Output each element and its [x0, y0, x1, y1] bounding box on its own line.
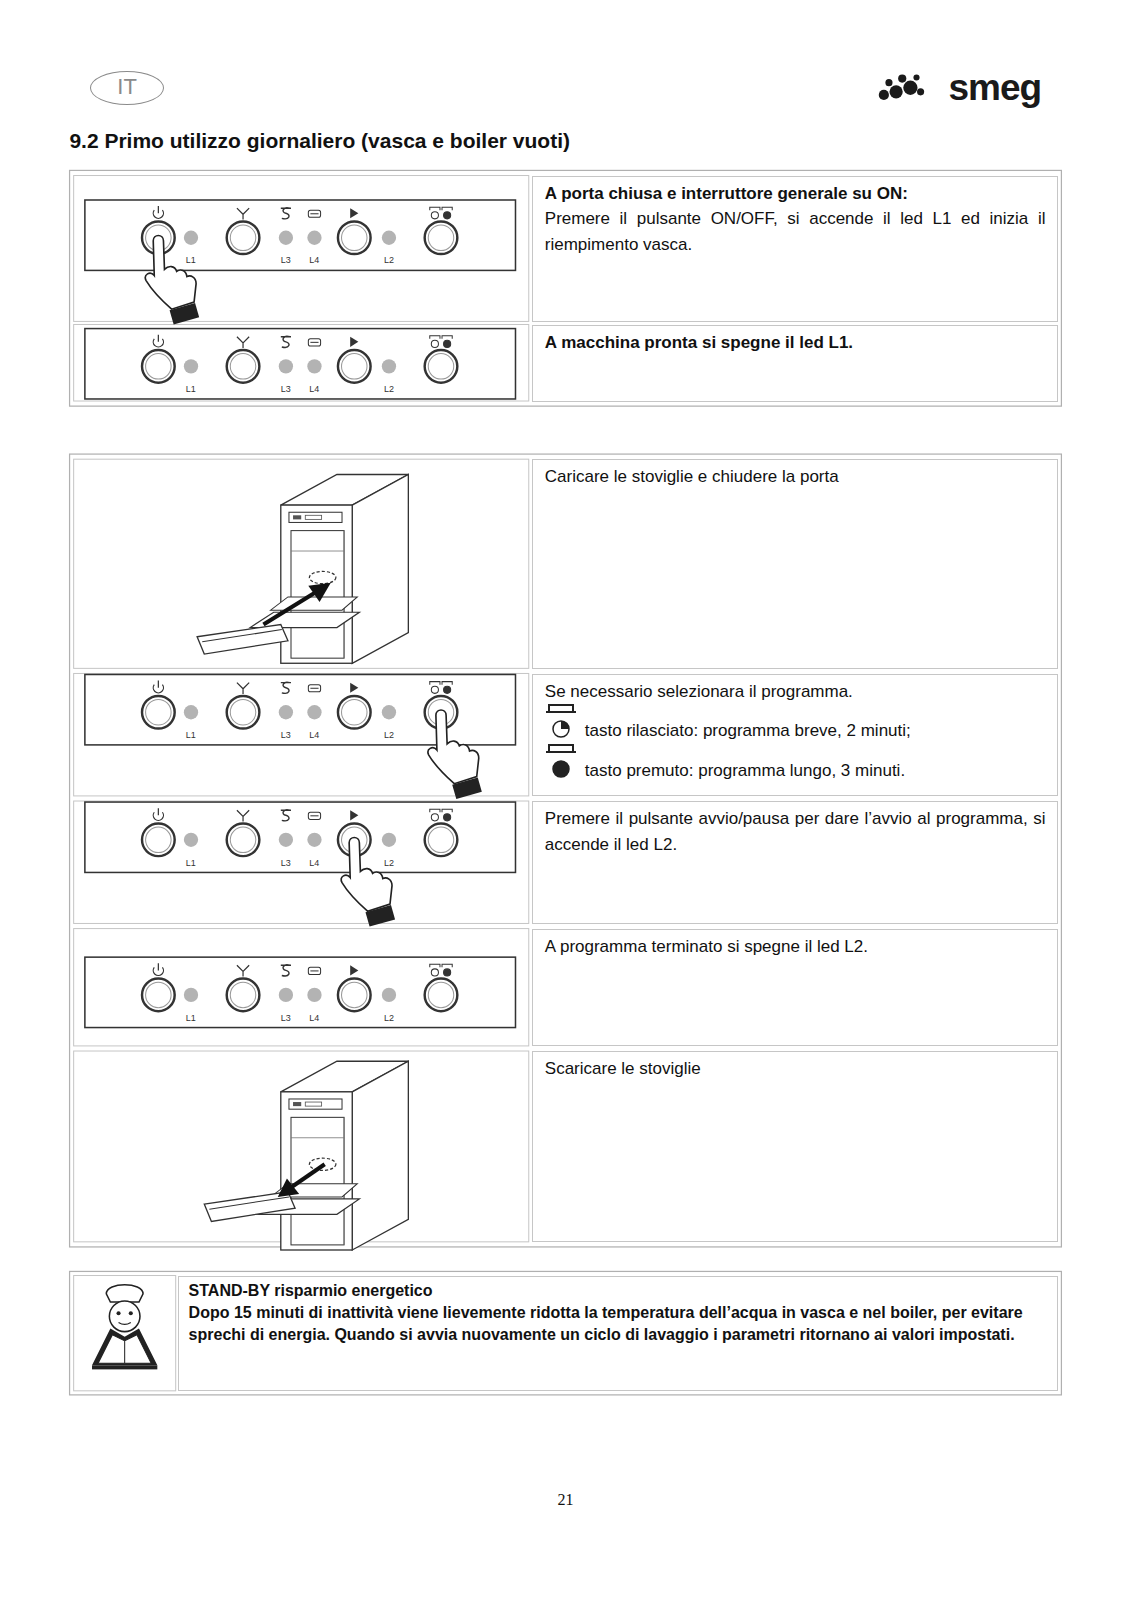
step-cell: Caricare le stoviglie e chiudere la port… — [532, 459, 1059, 668]
led-label: L1 — [186, 384, 196, 394]
cell-text: tasto premuto: programma lungo, 3 minuti… — [545, 758, 1046, 784]
led-label: L1 — [186, 730, 196, 740]
led-label: L2 — [384, 858, 394, 868]
led-label: L2 — [384, 730, 394, 740]
note-cell: STAND-BY risparmio energeticoDopo 15 min… — [178, 1276, 1059, 1391]
control-panel — [85, 802, 516, 872]
program-icon — [545, 742, 579, 782]
step-cell: Premere il pulsante avvio/pausa per dare… — [532, 801, 1059, 923]
cell-text: Dopo 15 minuti di inattività viene lieve… — [189, 1302, 1048, 1346]
page-number: 21 — [557, 1491, 573, 1509]
step-cell: A porta chiusa e interruttore generale s… — [532, 176, 1059, 322]
step-cell: Se necessario selezionara il programma. t… — [532, 674, 1059, 796]
led-label: L2 — [384, 384, 394, 394]
led-label: L1 — [186, 1013, 196, 1023]
led-label: L2 — [384, 255, 394, 265]
led-label: L4 — [309, 858, 319, 868]
led-label: L4 — [309, 255, 319, 265]
cell-heading: IT — [95, 74, 160, 100]
step-cell: Scaricare le stoviglie — [532, 1051, 1059, 1242]
led-label: L3 — [281, 255, 291, 265]
cell-heading: A porta chiusa e interruttore generale s… — [545, 181, 1046, 207]
led-label: L3 — [281, 384, 291, 394]
cell-heading: A programma terminato si spegne il led L… — [545, 934, 1046, 960]
led-label: L1 — [186, 858, 196, 868]
led-label: L4 — [309, 730, 319, 740]
control-panel — [85, 674, 516, 744]
cell-heading: Scaricare le stoviglie — [545, 1056, 1046, 1082]
control-panel — [85, 329, 516, 399]
cell-heading: Se necessario selezionara il programma. — [545, 679, 1046, 705]
cell-text: tasto rilasciato: programma breve, 2 min… — [545, 718, 1046, 744]
step-cell: A macchina pronta si spegne il led L1. — [532, 325, 1059, 402]
section-title: 9.2 Primo utilizzo giornaliero (vasca e … — [69, 129, 570, 153]
led-label: L4 — [309, 384, 319, 394]
led-label: L3 — [281, 1013, 291, 1023]
step-cell: A programma terminato si spegne il led L… — [532, 929, 1059, 1046]
control-panel — [85, 957, 516, 1027]
control-panel — [85, 200, 516, 270]
led-label: L1 — [186, 255, 196, 265]
cell-heading: A macchina pronta si spegne il led L1. — [545, 330, 1046, 356]
led-label: L2 — [384, 1013, 394, 1023]
cell-heading: Premere il pulsante avvio/pausa per dare… — [545, 806, 1046, 857]
cell-heading: STAND-BY risparmio energetico — [189, 1280, 1048, 1302]
led-label: L4 — [309, 1013, 319, 1023]
language-badge: IT — [90, 71, 165, 105]
led-label: L3 — [281, 858, 291, 868]
cell-heading: Caricare le stoviglie e chiudere la port… — [545, 464, 1046, 490]
brand-logo: smeg — [948, 67, 1041, 109]
program-icon — [545, 702, 579, 742]
cell-text: Premere il pulsante ON/OFF, si accende i… — [545, 206, 1046, 257]
led-label: L3 — [281, 730, 291, 740]
